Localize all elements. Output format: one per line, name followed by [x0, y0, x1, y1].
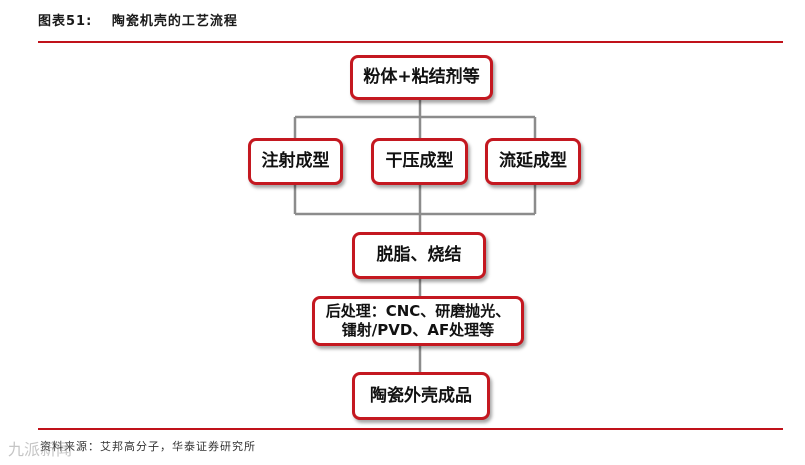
step-product: 陶瓷外壳成品: [352, 372, 490, 420]
source-text: 艾邦高分子，华泰证券研究所: [100, 440, 256, 453]
step-product-label: 陶瓷外壳成品: [370, 385, 472, 406]
source-label: 资料来源：: [40, 440, 100, 453]
step-forming-tape-cast: 流延成型: [485, 138, 581, 185]
bottom-rule: [38, 428, 783, 430]
step-forming-injection-label: 注射成型: [261, 151, 330, 171]
step-material: 粉体+粘结剂等: [350, 55, 493, 100]
step-sintering: 脱脂、烧结: [352, 232, 486, 279]
watermark: 九派新闻: [8, 440, 73, 459]
step-sintering-label: 脱脂、烧结: [376, 245, 462, 265]
top-rule: [38, 41, 783, 43]
figure-title-text: 陶瓷机壳的工艺流程: [111, 14, 238, 29]
step-forming-injection: 注射成型: [248, 138, 343, 185]
step-forming-dry-press-label: 干压成型: [385, 151, 454, 171]
step-post-line-1: 后处理：CNC、研磨抛光、: [325, 302, 511, 320]
step-forming-dry-press: 干压成型: [371, 138, 468, 185]
source-note: 资料来源：艾邦高分子，华泰证券研究所: [40, 438, 256, 454]
figure-label: 图表51:: [38, 14, 93, 29]
step-material-label: 粉体+粘结剂等: [363, 67, 480, 87]
figure-title: 图表51: 陶瓷机壳的工艺流程: [38, 10, 238, 29]
step-forming-tape-cast-label: 流延成型: [499, 151, 567, 171]
step-post-line-2: 镭射/PVD、AF处理等: [341, 321, 495, 339]
step-post-processing: 后处理：CNC、研磨抛光、 镭射/PVD、AF处理等: [312, 296, 524, 346]
